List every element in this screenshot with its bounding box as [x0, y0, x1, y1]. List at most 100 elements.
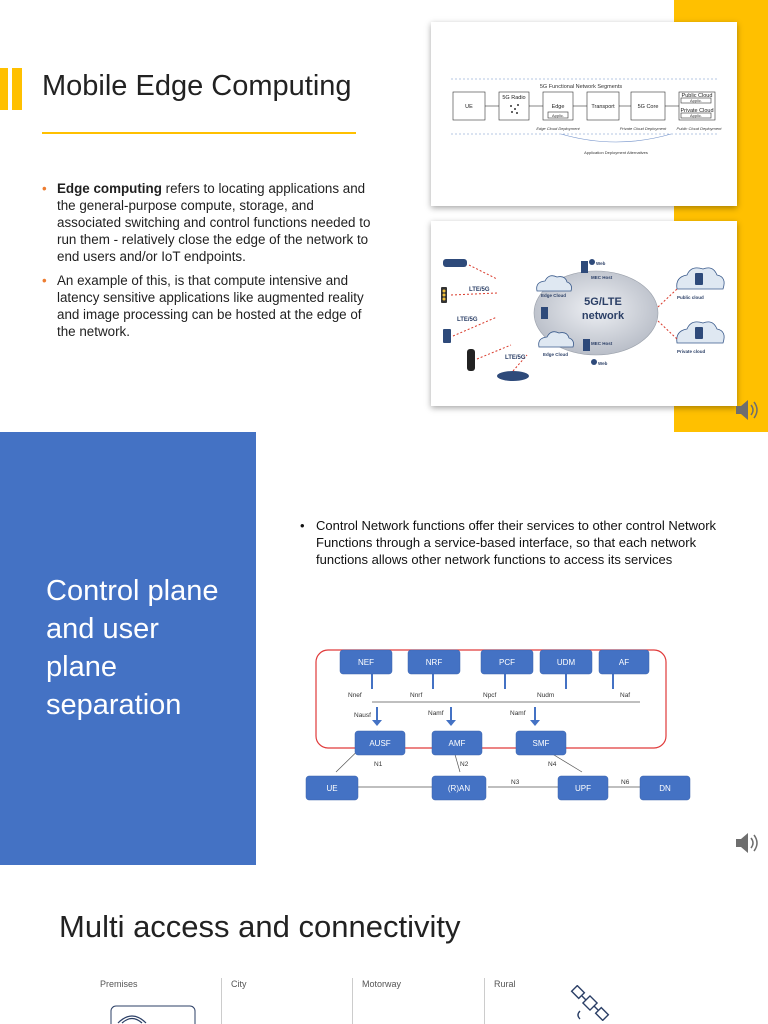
- slide-title: Mobile Edge Computing: [42, 70, 352, 102]
- server-icon: [583, 339, 590, 351]
- bullet-item: Edge computing refers to locating applic…: [42, 180, 372, 265]
- interface-label: Nausf: [354, 712, 371, 719]
- edge-cloud-icon: [538, 331, 574, 348]
- slide-title: Control plane and user plane separation: [46, 575, 219, 721]
- segment-label: 5G Radio: [502, 95, 525, 101]
- column-label-rural: Rural: [494, 979, 516, 989]
- bullet-item: An example of this, is that compute inte…: [42, 272, 372, 340]
- web-label: Web: [596, 261, 606, 266]
- network-label: network: [582, 310, 625, 322]
- interface-label: Namf: [510, 710, 526, 717]
- edge-cloud-icon: [536, 275, 572, 292]
- deployment-label: Edge Cloud Deployment: [536, 126, 580, 131]
- server-icon: [695, 273, 703, 285]
- column-divider: [352, 978, 353, 1024]
- ref-point-label: N6: [621, 779, 630, 786]
- segment-label: Private Cloud: [680, 108, 713, 114]
- link-label: LTE/5G: [505, 355, 526, 361]
- segment-label: UE: [465, 104, 473, 110]
- stadium-icon: [497, 371, 529, 381]
- interface-label: Namf: [428, 710, 444, 717]
- ref-point-label: N4: [548, 761, 557, 768]
- slide-mobile-edge-computing: Mobile Edge Computing Edge computing ref…: [0, 0, 768, 432]
- ref-point-label: N3: [511, 779, 520, 786]
- deployment-label: Private Cloud Deployment: [620, 126, 667, 131]
- nf-af: AF: [619, 658, 629, 667]
- cloud-label: Private cloud: [677, 349, 706, 354]
- column-divider: [484, 978, 485, 1024]
- nf-upf: UPF: [575, 784, 591, 793]
- interface-label: Nnrf: [410, 692, 422, 699]
- segment-label: Transport: [591, 104, 615, 110]
- nf-ue: UE: [326, 784, 337, 793]
- column-label-premises: Premises: [100, 979, 138, 989]
- segment-label: Public Cloud: [682, 93, 713, 99]
- nf-amf: AMF: [449, 739, 466, 748]
- bullet-text: Control Network functions offer their se…: [316, 518, 717, 567]
- network-label: 5G/LTE: [584, 296, 622, 308]
- applic-label: Applic.: [690, 113, 702, 118]
- deployment-label: Public Cloud Deployment: [677, 126, 723, 131]
- ref-point-label: N2: [460, 761, 469, 768]
- title-accent-bar: [12, 68, 22, 110]
- title-accent-bar: [0, 68, 8, 110]
- network-segments-diagram: 5G Functional Network Segments: [451, 78, 723, 155]
- bullet-text: refers to locating applications and the …: [57, 181, 371, 264]
- car-icon: [443, 259, 467, 267]
- mec-host-label: MEC Host: [591, 341, 613, 346]
- mec-network-figure: 5G/LTE network: [431, 221, 737, 406]
- nf-dn: DN: [659, 784, 671, 793]
- edge-cloud-label: Edge Cloud: [541, 293, 566, 298]
- premises-building-icon: [110, 1005, 196, 1024]
- nf-udm: UDM: [557, 658, 576, 667]
- interface-label: Naf: [620, 692, 630, 699]
- nf-pcf: PCF: [499, 658, 515, 667]
- title-panel: [0, 432, 256, 865]
- interface-label: Nudm: [537, 692, 554, 699]
- link-label: LTE/5G: [469, 287, 490, 293]
- interface-label: Nnef: [348, 692, 362, 699]
- column-label-city: City: [231, 979, 247, 989]
- column-divider: [221, 978, 222, 1024]
- server-icon: [541, 307, 548, 319]
- segments-caption: Application Deployment Alternatives: [584, 150, 648, 155]
- interface-label: Npcf: [483, 692, 497, 699]
- link-label: LTE/5G: [457, 317, 478, 323]
- bullet-list: Edge computing refers to locating applic…: [42, 180, 372, 347]
- nf-smf: SMF: [533, 739, 550, 748]
- network-segments-figure: 5G Functional Network Segments: [431, 22, 737, 206]
- web-icon: [589, 259, 595, 265]
- web-label: Web: [598, 361, 608, 366]
- nf-nrf: NRF: [426, 658, 443, 667]
- bullet-item: • Control Network functions offer their …: [300, 518, 717, 567]
- segment-label: Edge: [552, 104, 565, 110]
- edge-cloud-label: Edge Cloud: [543, 352, 568, 357]
- title-underline: [42, 132, 356, 134]
- speaker-icon[interactable]: [733, 397, 759, 423]
- column-label-motorway: Motorway: [362, 979, 402, 989]
- server-icon: [581, 261, 588, 273]
- slide-title: Multi access and connectivity: [59, 909, 461, 944]
- applic-label: Applic.: [552, 113, 564, 118]
- bullet-term: Edge computing: [57, 181, 162, 196]
- nf-nef: NEF: [358, 658, 374, 667]
- slide-control-user-plane: Control plane and user plane separation …: [0, 432, 768, 865]
- applic-label: Applic.: [690, 98, 702, 103]
- mec-network-diagram: 5G/LTE network: [441, 259, 725, 381]
- mec-host-label: MEC Host: [591, 275, 613, 280]
- tablet-icon: [443, 329, 451, 343]
- nf-ran: (R)AN: [448, 784, 470, 793]
- cloud-label: Public cloud: [677, 295, 704, 300]
- web-icon: [591, 359, 597, 365]
- server-icon: [695, 327, 703, 339]
- ref-point-label: N1: [374, 761, 383, 768]
- 5g-core-architecture-diagram: NEF NRF PCF UDM AF AUSF AMF SMF UE (R)AN…: [305, 649, 691, 801]
- bullet-text: An example of this, is that compute inte…: [57, 273, 364, 339]
- satellite-icon: [570, 985, 610, 1021]
- person-icon: [467, 349, 475, 371]
- slide-multi-access: Multi access and connectivity Premises C…: [0, 865, 768, 1024]
- segments-title: 5G Functional Network Segments: [540, 84, 622, 90]
- nf-ausf: AUSF: [369, 739, 390, 748]
- speaker-icon[interactable]: [733, 830, 759, 856]
- segment-label: 5G Core: [638, 104, 659, 110]
